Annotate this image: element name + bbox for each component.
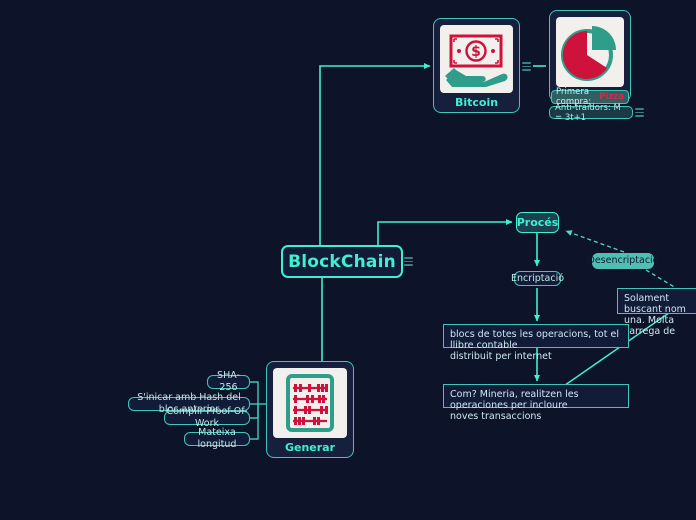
svg-text:$: $ bbox=[471, 44, 481, 60]
proces-label: Procés bbox=[516, 215, 559, 229]
node-carrega[interactable]: Solament buscant nom una. Molta carrega … bbox=[617, 288, 696, 337]
list-icon[interactable] bbox=[522, 60, 533, 73]
node-rule-same-length[interactable]: Mateixa longitud bbox=[184, 427, 250, 450]
node-blocs[interactable]: blocs de totes les operacions, tot el ll… bbox=[443, 324, 629, 362]
pie-chart-icon bbox=[556, 17, 624, 87]
node-generar[interactable]: Generar bbox=[266, 361, 354, 458]
rule-label: SHA-256 bbox=[217, 370, 240, 393]
node-rule-sha256[interactable]: SHA-256 bbox=[207, 370, 250, 393]
generar-caption: Generar bbox=[284, 441, 336, 454]
blocs-line-1: blocs de totes les operacions, tot el ll… bbox=[450, 329, 619, 351]
node-proces[interactable]: Procés bbox=[516, 212, 559, 233]
encriptacio-label: Encriptació bbox=[510, 272, 565, 284]
list-icon[interactable] bbox=[404, 255, 415, 268]
pie-chart-svg bbox=[561, 26, 616, 81]
money-hand-icon: $ bbox=[440, 25, 513, 93]
caption-prefix: Primera compra: bbox=[556, 87, 592, 107]
rule-label: Complir Proof-Of-Work bbox=[166, 406, 248, 429]
mineria-line-1: Com? Mineria, realitzen les operaciones … bbox=[450, 389, 579, 411]
abacus-icon bbox=[273, 368, 347, 438]
node-rule-hash-previous-block[interactable]: S'inicar amb Hash del bloc anterior bbox=[128, 392, 250, 415]
blocs-line-2: distribuit per internet bbox=[450, 351, 552, 362]
node-bitcoin[interactable]: $ Bitcoin bbox=[433, 18, 520, 113]
carrega-line-2: una. Molta carrega de bbox=[624, 315, 676, 337]
rule-label: S'inicar amb Hash del bloc anterior bbox=[137, 392, 241, 415]
node-desencriptacio[interactable]: Desencriptació bbox=[588, 253, 659, 269]
bitcoin-caption: Bitcoin bbox=[454, 96, 499, 109]
mineria-line-2: noves transaccions bbox=[450, 411, 542, 422]
node-encriptacio[interactable]: Encriptació bbox=[510, 271, 565, 286]
carrega-line-1: Solament buscant nom bbox=[624, 293, 686, 315]
node-pie-card[interactable] bbox=[549, 10, 631, 102]
caption-highlight: Pizza bbox=[599, 92, 624, 102]
node-blockchain-root[interactable]: BlockChain bbox=[281, 245, 403, 278]
list-icon[interactable] bbox=[635, 106, 646, 119]
first-purchase-caption: Primera compra: Pizza bbox=[551, 87, 629, 107]
root-label: BlockChain bbox=[288, 251, 396, 272]
node-anti-traitors-equation[interactable]: Anti-traïdors: M = 3t+1 bbox=[549, 103, 633, 123]
node-mineria[interactable]: Com? Mineria, realitzen les operaciones … bbox=[443, 384, 629, 422]
node-rule-proof-of-work[interactable]: Complir Proof-Of-Work bbox=[164, 406, 250, 429]
desencriptacio-label: Desencriptació bbox=[587, 255, 659, 267]
rule-label: Mateixa longitud bbox=[197, 427, 237, 450]
equation-label: Anti-traïdors: M = 3t+1 bbox=[555, 102, 621, 123]
